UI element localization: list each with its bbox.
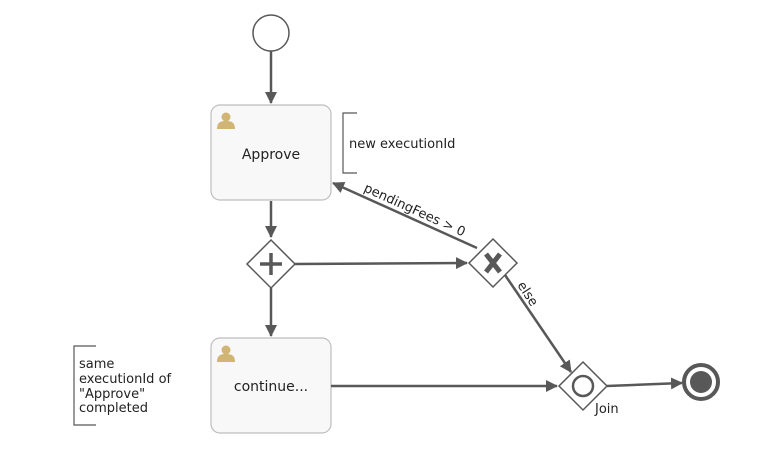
- flow-pending-fees-label: pendingFees > 0: [361, 181, 467, 240]
- join-gateway[interactable]: Join: [557, 360, 619, 417]
- circle-icon: [571, 374, 595, 398]
- flow-join-to-end[interactable]: [606, 377, 683, 390]
- annotation-continue: same executionId of "Approve" completed: [73, 345, 175, 426]
- flow-pending-fees[interactable]: [332, 181, 478, 250]
- x-icon: [484, 252, 502, 274]
- annotation-approve: new executionId: [342, 112, 455, 174]
- start-event[interactable]: [252, 14, 290, 52]
- annotation-bracket: [342, 112, 357, 174]
- end-event[interactable]: [682, 363, 720, 401]
- exclusive-gateway[interactable]: [467, 237, 519, 289]
- task-continue[interactable]: continue...: [210, 337, 332, 434]
- annotation-line: completed: [79, 401, 148, 416]
- annotation-bracket: [73, 345, 96, 426]
- flow-else[interactable]: [503, 274, 573, 373]
- task-approve-label: Approve: [242, 147, 300, 163]
- annotation-line: executionId of: [79, 372, 172, 387]
- annotation-continue-text: same executionId of "Approve" completed: [79, 357, 175, 416]
- flow-parallel-to-exclusive[interactable]: [294, 257, 468, 270]
- task-continue-label: continue...: [234, 379, 308, 395]
- task-approve[interactable]: Approve: [210, 104, 332, 201]
- parallel-gateway[interactable]: [245, 238, 297, 290]
- plus-icon: [260, 253, 282, 275]
- annotation-line: new executionId: [349, 137, 455, 152]
- annotation-approve-text: new executionId: [349, 137, 455, 152]
- join-gateway-label: Join: [594, 402, 619, 417]
- annotation-line: "Approve": [79, 387, 145, 402]
- annotation-line: same: [79, 357, 114, 372]
